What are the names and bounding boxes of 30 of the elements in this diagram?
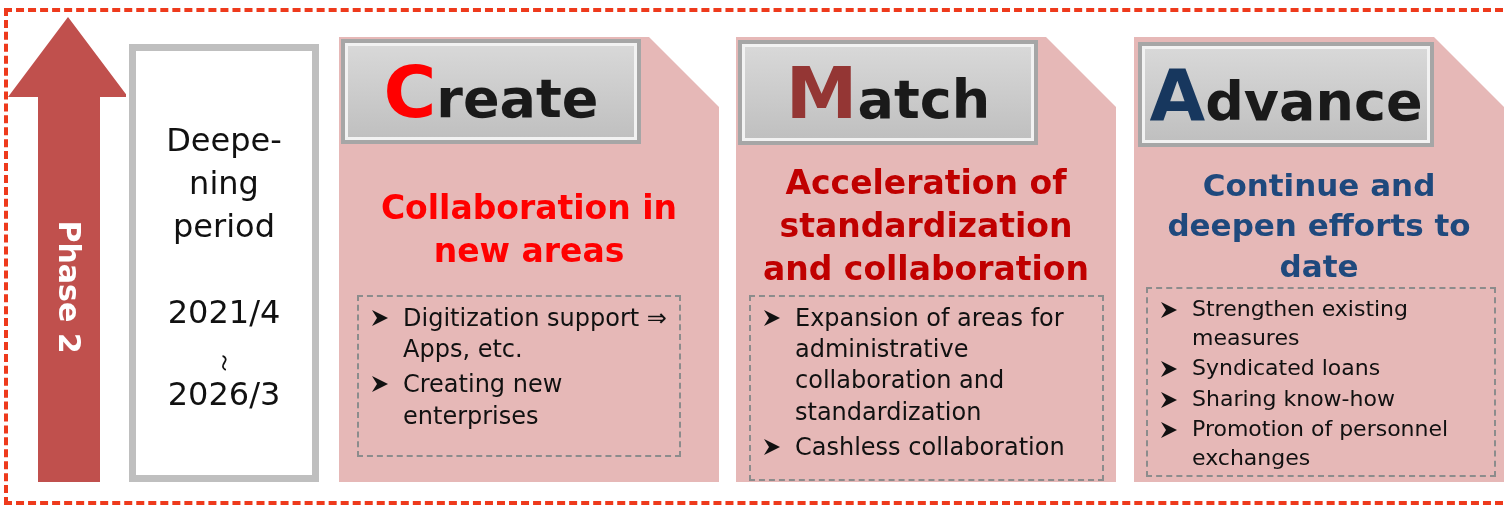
dashed-frame xyxy=(4,8,1503,505)
period-label: Deepe- ning period xyxy=(165,120,283,248)
header-word: Match xyxy=(785,50,991,135)
header-bar xyxy=(738,40,1038,145)
header-bar xyxy=(341,39,641,144)
bullet-text: Promotion of personnel exchanges xyxy=(1192,415,1450,472)
header-bar xyxy=(1138,42,1434,147)
bullet-text: Expansion of areas for administrative collaboration and standardization xyxy=(795,303,1065,428)
info-card xyxy=(339,37,719,482)
end-date: 2026/3 xyxy=(166,374,282,415)
info-card xyxy=(736,37,1116,482)
bullet-text: Cashless collaboration xyxy=(795,431,1065,463)
header-word: Advance xyxy=(1149,52,1423,137)
card-subtitle: Continue and deepen efforts to date xyxy=(1166,166,1472,286)
phase-label: Phase 2 xyxy=(51,220,87,354)
header-word: Create xyxy=(383,49,599,134)
bullet-text: Creating new enterprises xyxy=(403,369,564,432)
bullet-text: Syndicated loans xyxy=(1192,354,1381,383)
dashed-list-box xyxy=(357,295,681,457)
dashed-list-box xyxy=(1146,287,1496,477)
bullet-text: Digitization support ⇒ Apps, etc. xyxy=(403,303,668,366)
card-subtitle: Acceleration of standardization and collaboration xyxy=(761,162,1091,290)
start-date: 2021/4 xyxy=(166,292,282,333)
bullet-text: Strengthen existing measures xyxy=(1192,295,1410,352)
period-box xyxy=(129,44,319,482)
card-subtitle: Collaboration in new areas xyxy=(379,187,679,272)
info-card xyxy=(1134,37,1504,482)
dashed-list-box xyxy=(749,295,1104,481)
bullet-text: Sharing know-how xyxy=(1192,384,1395,413)
range-sign: ～ xyxy=(209,349,242,372)
